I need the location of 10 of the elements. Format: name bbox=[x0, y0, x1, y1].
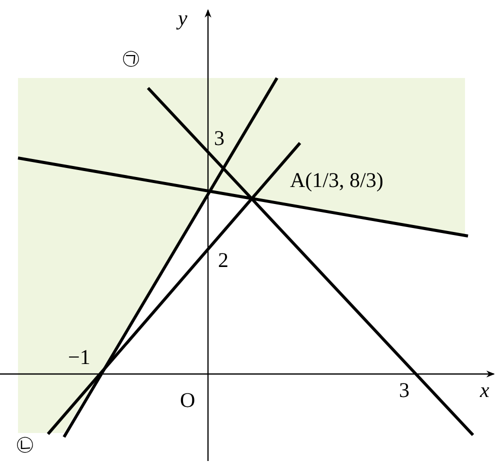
tick-label: 3 bbox=[399, 380, 410, 401]
tick-label: −1 bbox=[68, 347, 90, 368]
axis-label: y bbox=[178, 8, 188, 29]
line-marker: ㉡ bbox=[16, 436, 34, 454]
tick-label: 2 bbox=[218, 250, 228, 271]
axis-label: x bbox=[480, 380, 490, 401]
line-marker: ㉠ bbox=[122, 50, 140, 68]
tick-label: 3 bbox=[214, 128, 224, 149]
point-label: A(1/3, 8/3) bbox=[290, 170, 384, 191]
origin-label: O bbox=[180, 390, 196, 411]
